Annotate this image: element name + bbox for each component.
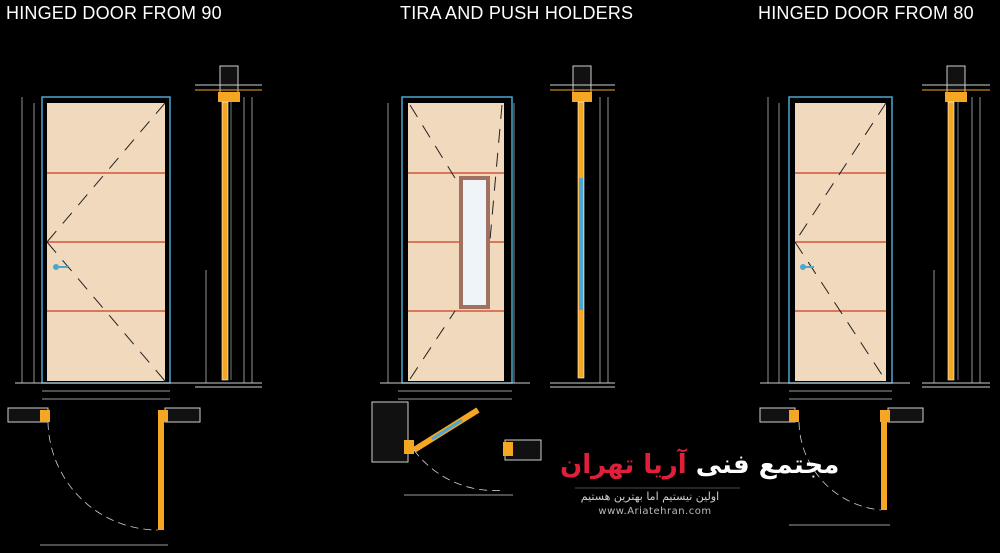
right-plan-swing-arc [798,421,882,511]
left-plan-wall [164,407,201,423]
right-frame-head [945,92,967,102]
watermark-brand-part2: آریا تهران [560,450,687,480]
left-plan-frame [40,410,50,422]
left-plan-leaf [158,420,164,530]
center-plan-leaf-glass [431,418,463,441]
title-left: HINGED DOOR FROM 90 [6,3,222,23]
center-wall-head [572,65,592,97]
right-door-plan [759,407,924,526]
left-frame-head [218,92,240,102]
center-plan-frame [404,440,414,454]
watermark-brand-part1: مجتمع فنی [695,450,840,480]
left-door-elevation [15,96,195,400]
left-door-plan [7,407,201,546]
right-plan-frame [880,410,890,422]
center-door-plan [371,401,542,496]
center-plan-wall [371,401,409,463]
center-door-swing-line [409,310,456,380]
left-plan-swing-arc [47,421,159,531]
title-center: TIRA AND PUSH HOLDERS [400,3,634,23]
watermark-brand: مجتمع فنی آریا تهران [560,450,839,480]
right-door-section [922,65,990,388]
right-plan-frame [789,410,799,422]
right-wall-head [946,65,966,97]
left-plan-frame [158,410,168,422]
watermark-tagline: اولین نیستیم اما بهترین هستیم [580,490,720,503]
right-door-leaf-section [947,101,955,381]
center-glass-section [579,178,583,310]
left-door-swing-line [46,102,166,243]
center-plan-swing-arc [413,449,506,491]
right-door-swing-line [794,102,887,243]
center-door-glass [463,180,486,305]
left-door-section [195,65,262,388]
title-right: HINGED DOOR FROM 80 [758,3,974,23]
right-plan-wall [887,407,924,423]
center-plan-frame [503,442,513,456]
center-frame-head [572,92,592,102]
center-door-elevation [380,96,530,400]
right-door-elevation [760,96,910,400]
right-plan-leaf [881,420,887,510]
watermark-url: www.Ariatehran.com [598,506,712,517]
left-door-swing-line [46,241,166,382]
right-door-swing-line [794,241,887,382]
left-wall-head [219,65,239,97]
center-door-section [550,65,615,388]
left-door-leaf-section [221,101,229,381]
